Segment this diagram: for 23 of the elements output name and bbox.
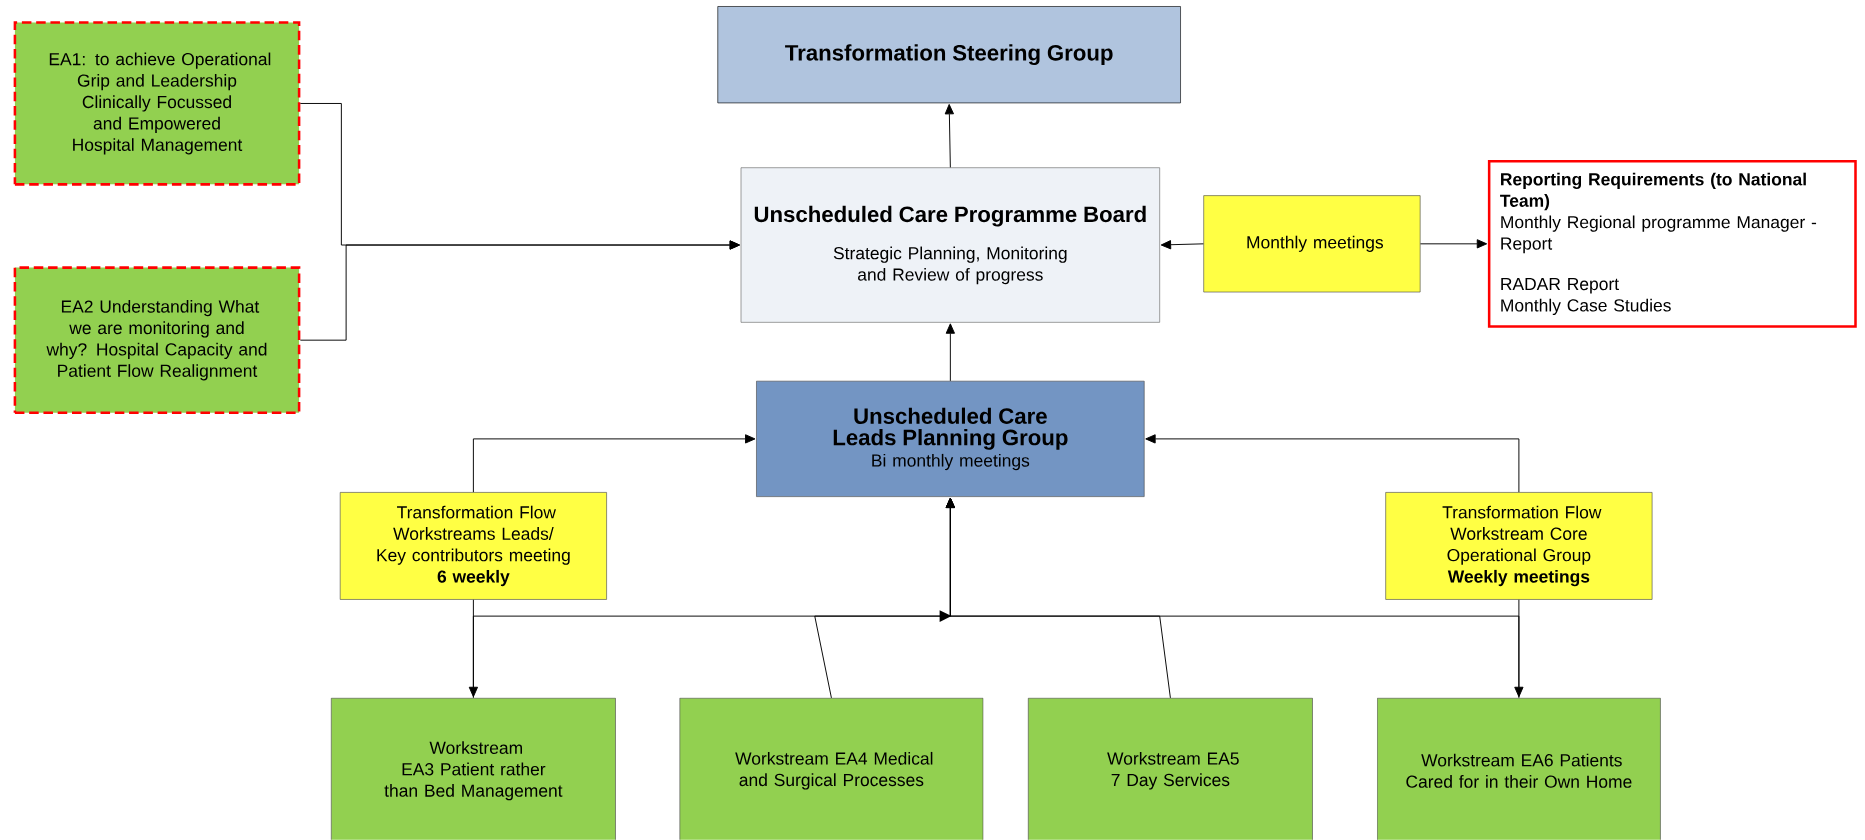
workstream-box: Workstream EA5 7 Day Services xyxy=(1027,698,1313,840)
reporting-box: Reporting Requirements (to National Team) Monthly Regional programme Manager - Report RADAR Report Monthly Case Studies xyxy=(1487,160,1857,328)
workstream-box: Workstream EA6 Patients Cared for in their Own Home xyxy=(1377,698,1661,840)
meeting-box: Monthly meetings xyxy=(1203,195,1421,293)
workstream-box: Workstream EA4 Medical and Surgical Processes xyxy=(679,698,984,840)
arrow xyxy=(1420,239,1488,249)
meeting-box: Transformation Flow Workstreams Leads/ Key contributors meeting 6 weekly xyxy=(339,492,607,600)
meeting-box: Transformation Flow Workstream Core Operational Group Weekly meetings xyxy=(1385,492,1653,600)
arrow xyxy=(468,599,479,698)
arrow xyxy=(1160,240,1204,250)
arrow xyxy=(472,434,756,493)
board-box: Unscheduled Care Programme Board Strategic Planning, Monitoring and Review of progress xyxy=(740,167,1160,323)
arrow xyxy=(1145,434,1520,493)
arrow xyxy=(945,497,1520,699)
objective-box: EA2 Understanding What we are monitoring and why? Hospital Capacity and Patient Flow Realignment xyxy=(13,266,301,415)
arrow xyxy=(945,323,955,382)
arrow xyxy=(299,240,740,341)
arrow xyxy=(1514,599,1524,698)
objective-box: EA1: to achieve Operational Grip and Leadership Clinically Focussed and Empowered Hospital Management xyxy=(13,21,301,186)
arrow xyxy=(944,104,954,168)
workstream-box: Workstream EA3 Patient rather than Bed Management xyxy=(330,698,616,840)
group-box: Transformation Steering Group xyxy=(717,6,1181,104)
planning-group-box: Unscheduled Care Leads Planning Group Bi monthly meetings xyxy=(756,381,1145,498)
